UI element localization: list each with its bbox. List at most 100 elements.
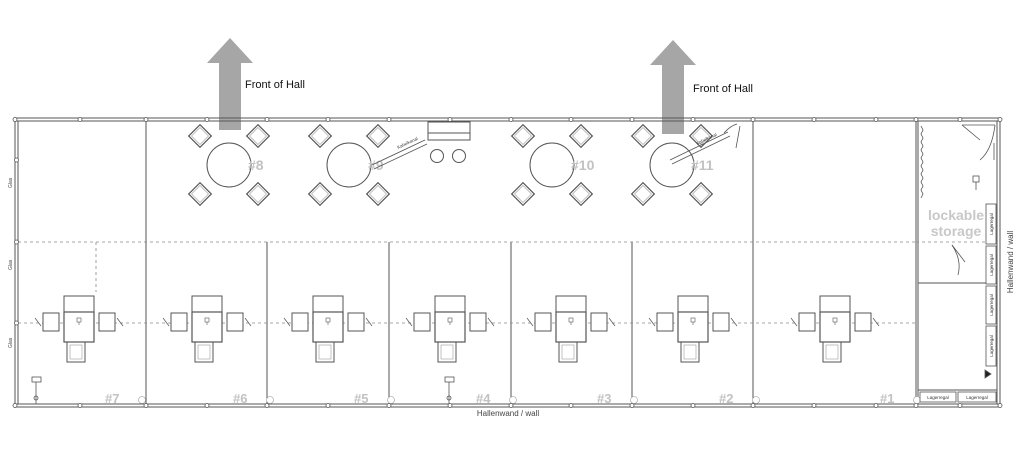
wall-post (997, 117, 1003, 122)
chair (510, 123, 536, 149)
booth: #6 (162, 295, 274, 406)
booth-grid (18, 241, 997, 324)
booth-chair (191, 295, 223, 313)
chair (688, 181, 714, 207)
wall-post (204, 117, 210, 122)
wall-post (568, 403, 574, 408)
wall-post (873, 117, 879, 122)
wall-post (873, 403, 879, 408)
shelf-label: Lagerregal (966, 395, 988, 400)
shelf-label: Lagerregal (927, 395, 949, 400)
front-arrow-right (650, 40, 696, 134)
storage-label-line1: lockable (928, 207, 984, 223)
chair (630, 123, 656, 149)
booth-chair (798, 312, 816, 332)
booth-chair (291, 312, 309, 332)
wall-post (14, 320, 19, 326)
round-table-top (649, 142, 695, 188)
round-table-number: #10 (571, 157, 595, 173)
front-of-hall-label-right: Front of Hall (693, 83, 753, 95)
round-table: #10 (510, 123, 595, 207)
booth: #7 (34, 295, 146, 406)
booth-desk (819, 311, 851, 343)
chair (245, 123, 271, 149)
shelf-unit: Lagerregal (957, 391, 997, 403)
booths: #7#6#5#4#3#2#1 (34, 295, 921, 406)
booth-chair (170, 312, 188, 332)
wall-posts (12, 117, 1003, 408)
shelf-label: Lagerregal (989, 213, 994, 235)
booth-desk (312, 311, 344, 343)
wall-post (913, 403, 919, 408)
booth-desk (555, 311, 587, 343)
wall-post (629, 403, 635, 408)
booth-desk (677, 311, 709, 343)
wall-post (12, 117, 18, 122)
wall-post (957, 117, 963, 122)
booth-number: #4 (476, 391, 491, 406)
booth-chair (677, 295, 709, 313)
chair (187, 123, 213, 149)
chair (510, 181, 536, 207)
storage-room (920, 124, 996, 379)
chair (630, 181, 656, 207)
booth-chair (469, 312, 487, 332)
booth: #3 (526, 295, 638, 406)
wall-post (508, 117, 514, 122)
shelf-unit: Lagerregal (985, 285, 997, 325)
round-table: #11 (630, 123, 714, 207)
wall-post (750, 117, 756, 122)
round-table-top (529, 142, 575, 188)
wall-post (204, 403, 210, 408)
chair (365, 181, 391, 207)
wall-post (811, 403, 817, 408)
round-table-top (206, 142, 252, 188)
booth: #4 (405, 295, 517, 406)
booth-number: #2 (719, 391, 733, 406)
wall-post (957, 403, 963, 408)
booth-chair (98, 312, 116, 332)
front-arrow-left (207, 38, 253, 130)
booth: #2 (648, 295, 760, 406)
booth-chair (534, 312, 552, 332)
booth-chair (413, 312, 431, 332)
shelf-unit: Lagerregal (985, 245, 997, 285)
booth: #1 (790, 295, 921, 406)
chair (365, 123, 391, 149)
shelf-label: Lagerregal (989, 254, 994, 276)
round-table-number: #8 (248, 157, 264, 173)
chair (568, 123, 594, 149)
booth-chair (226, 312, 244, 332)
booth-chair (42, 312, 60, 332)
wall-post (447, 117, 453, 122)
wall-post (690, 117, 696, 122)
booth-number: #7 (105, 391, 119, 406)
wall-post (325, 117, 331, 122)
bottom-wall-label: Hallenwand / wall (477, 409, 539, 418)
chair (307, 123, 333, 149)
chair (688, 123, 714, 149)
wall-post (12, 403, 18, 408)
booth-chair (347, 312, 365, 332)
wall-post (913, 117, 919, 122)
cart (427, 121, 471, 163)
booth-chair (63, 295, 95, 313)
round-table-number: #9 (368, 157, 384, 173)
wall-post (264, 117, 270, 122)
wall-post (629, 117, 635, 122)
booth-chair (819, 295, 851, 313)
cable-label-1: Kabelkanal (396, 136, 418, 150)
side-label-1: Glas (8, 177, 14, 188)
chair (307, 181, 333, 207)
wall-post (143, 403, 149, 408)
shelf-label: Lagerregal (989, 335, 994, 357)
storage-label-line2: storage (931, 223, 982, 239)
chair (568, 181, 594, 207)
round-table-top (326, 142, 372, 188)
wall-post (386, 117, 392, 122)
booth-chair (854, 312, 872, 332)
chair (187, 181, 213, 207)
front-of-hall-label-left: Front of Hall (245, 79, 305, 91)
hall-outline (14, 117, 1001, 408)
